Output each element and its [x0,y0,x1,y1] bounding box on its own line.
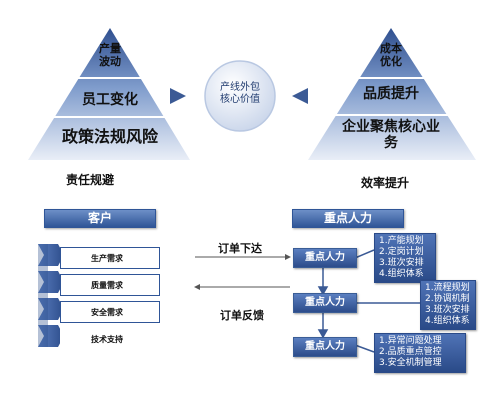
detail-line: 2.协调机制 [425,294,470,304]
detail-line: 1.异常问题处理 [379,336,442,346]
key-labor-node-1: 重点人力 [293,248,357,268]
left-pyramid-top-label: 产量 波动 [99,42,121,68]
order-flow-arrows [194,254,291,290]
key-labor-detail-2: 1.流程规划 2.协调机制 3.班次安排 4.组织体系 [420,280,476,330]
customer-header: 客户 [44,209,156,228]
customer-item-label: 生产需求 [91,254,123,263]
key-labor-detail-1: 1.产能规划 2.定岗计划 3.班次安排 4.组织体系 [374,233,436,283]
customer-item-label: 质量需求 [91,281,123,290]
detail-line: 3.班次安排 [379,258,424,268]
left-pyramid-bottom-label: 政策法规风险 [61,127,158,146]
right-pyramid-caption: 效率提升 [360,176,409,190]
key-labor-header: 重点人力 [292,209,404,228]
detail-line: 3.班次安排 [425,305,470,315]
customer-item-safety: 安全需求 [60,301,160,323]
customer-item-quality: 质量需求 [60,274,160,296]
key-labor-node-3: 重点人力 [293,337,357,357]
customer-item-tech-support: 技术支持 [60,328,160,350]
detail-line: 1.流程规划 [425,283,470,293]
center-circle [204,60,276,132]
customer-item-production: 生产需求 [60,247,160,269]
detail-line: 2.定岗计划 [379,247,424,257]
order-feedback-label: 订单反馈 [220,309,264,322]
left-pyramid [28,28,190,160]
left-pyramid-caption: 责任规避 [65,173,114,187]
arrow-left-icon [292,88,308,104]
right-pyramid-bottom-label: 企业聚焦核心业 务 [342,119,440,152]
detail-line: 2.品质重点管控 [379,347,442,357]
right-pyramid [308,28,476,160]
customer-item-label: 安全需求 [91,308,123,317]
order-issue-label: 订单下达 [218,242,262,255]
customer-chevrons [38,244,64,347]
arrow-right-icon [170,88,186,104]
detail-line: 4.组织体系 [425,316,470,326]
detail-line: 1.产能规划 [379,236,424,246]
key-labor-node-2: 重点人力 [293,293,357,313]
center-circle-label: 产线外包 核心价值 [220,82,260,105]
node-detail-connectors [354,249,420,353]
customer-item-label: 技术支持 [91,335,123,344]
key-labor-detail-3: 1.异常问题处理 2.品质重点管控 3.安全机制管理 [374,333,466,373]
left-pyramid-middle-label: 员工变化 [82,92,138,108]
detail-line: 4.组织体系 [379,269,424,279]
right-pyramid-top-label: 成本 优化 [380,42,402,68]
key-node-connectors [317,268,329,339]
right-pyramid-middle-label: 品质提升 [363,86,419,102]
detail-line: 3.安全机制管理 [379,358,442,368]
